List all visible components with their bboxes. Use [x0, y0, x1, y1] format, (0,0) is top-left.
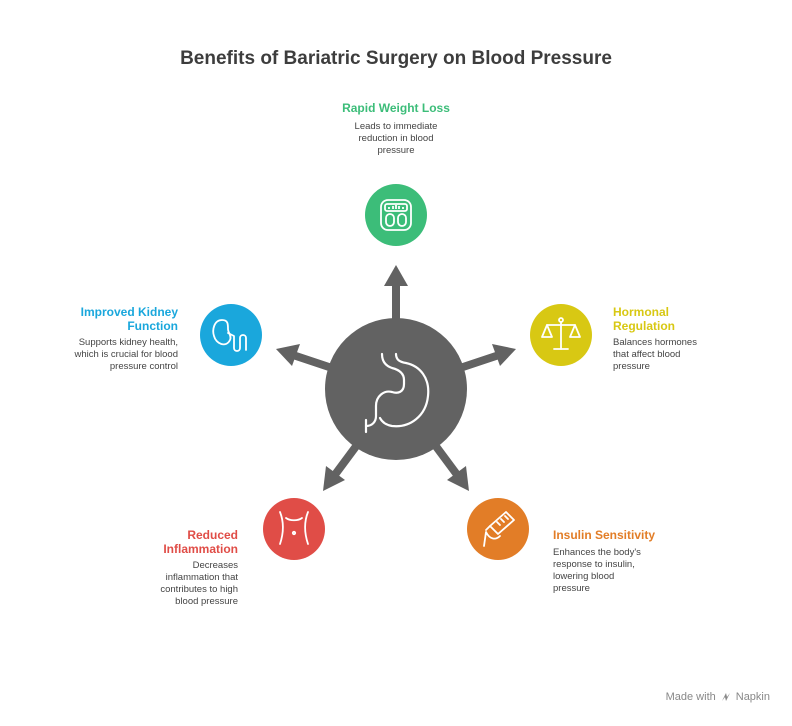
node-improved-kidney-function	[200, 304, 262, 366]
napkin-logo-icon	[721, 693, 730, 701]
insulin-pen-icon	[483, 511, 515, 547]
reduced-inflammation-label: Reduced Inflammation	[163, 528, 238, 556]
rapid-weight-loss-label: Rapid Weight Loss	[342, 101, 450, 115]
hormonal-regulation-description: Balances hormones that affect blood pres…	[613, 337, 697, 372]
scale-icon	[380, 199, 412, 231]
arrow-to-improved-kidney-function	[276, 344, 334, 372]
arrows	[276, 265, 516, 491]
center-circle	[325, 318, 467, 460]
kidney-icon	[212, 319, 247, 352]
node-rapid-weight-loss	[365, 184, 427, 246]
improved-kidney-function-label: Improved Kidney Function	[80, 305, 178, 333]
node-insulin-sensitivity	[467, 498, 529, 560]
watermark-brand: Napkin	[735, 691, 770, 703]
arrow-to-insulin-sensitivity	[431, 442, 469, 491]
node-circle	[263, 498, 325, 560]
rapid-weight-loss-description: Leads to immediate reduction in blood pr…	[354, 121, 438, 156]
insulin-sensitivity-description: Enhances the body's response to insulin,…	[553, 547, 641, 594]
balance-icon	[541, 317, 581, 350]
hormonal-regulation-label: Hormonal Regulation	[613, 305, 675, 333]
diagram-title: Benefits of Bariatric Surgery on Blood P…	[180, 48, 612, 69]
improved-kidney-function-description: Supports kidney health, which is crucial…	[74, 337, 179, 372]
arrow-to-rapid-weight-loss	[384, 265, 408, 322]
waist-icon	[279, 511, 309, 545]
arrow-to-hormonal-regulation	[458, 344, 516, 372]
reduced-inflammation-description: Decreases inflammation that contributes …	[160, 560, 238, 607]
node-circle	[467, 498, 529, 560]
insulin-sensitivity-label: Insulin Sensitivity	[553, 528, 656, 542]
arrow-to-reduced-inflammation	[323, 442, 361, 491]
watermark: Made with Napkin	[666, 691, 770, 703]
center-node	[325, 318, 467, 460]
watermark-prefix: Made with	[665, 691, 716, 703]
node-circle	[365, 184, 427, 246]
node-reduced-inflammation	[263, 498, 325, 560]
stomach-icon	[364, 352, 430, 434]
node-hormonal-regulation	[530, 304, 592, 366]
